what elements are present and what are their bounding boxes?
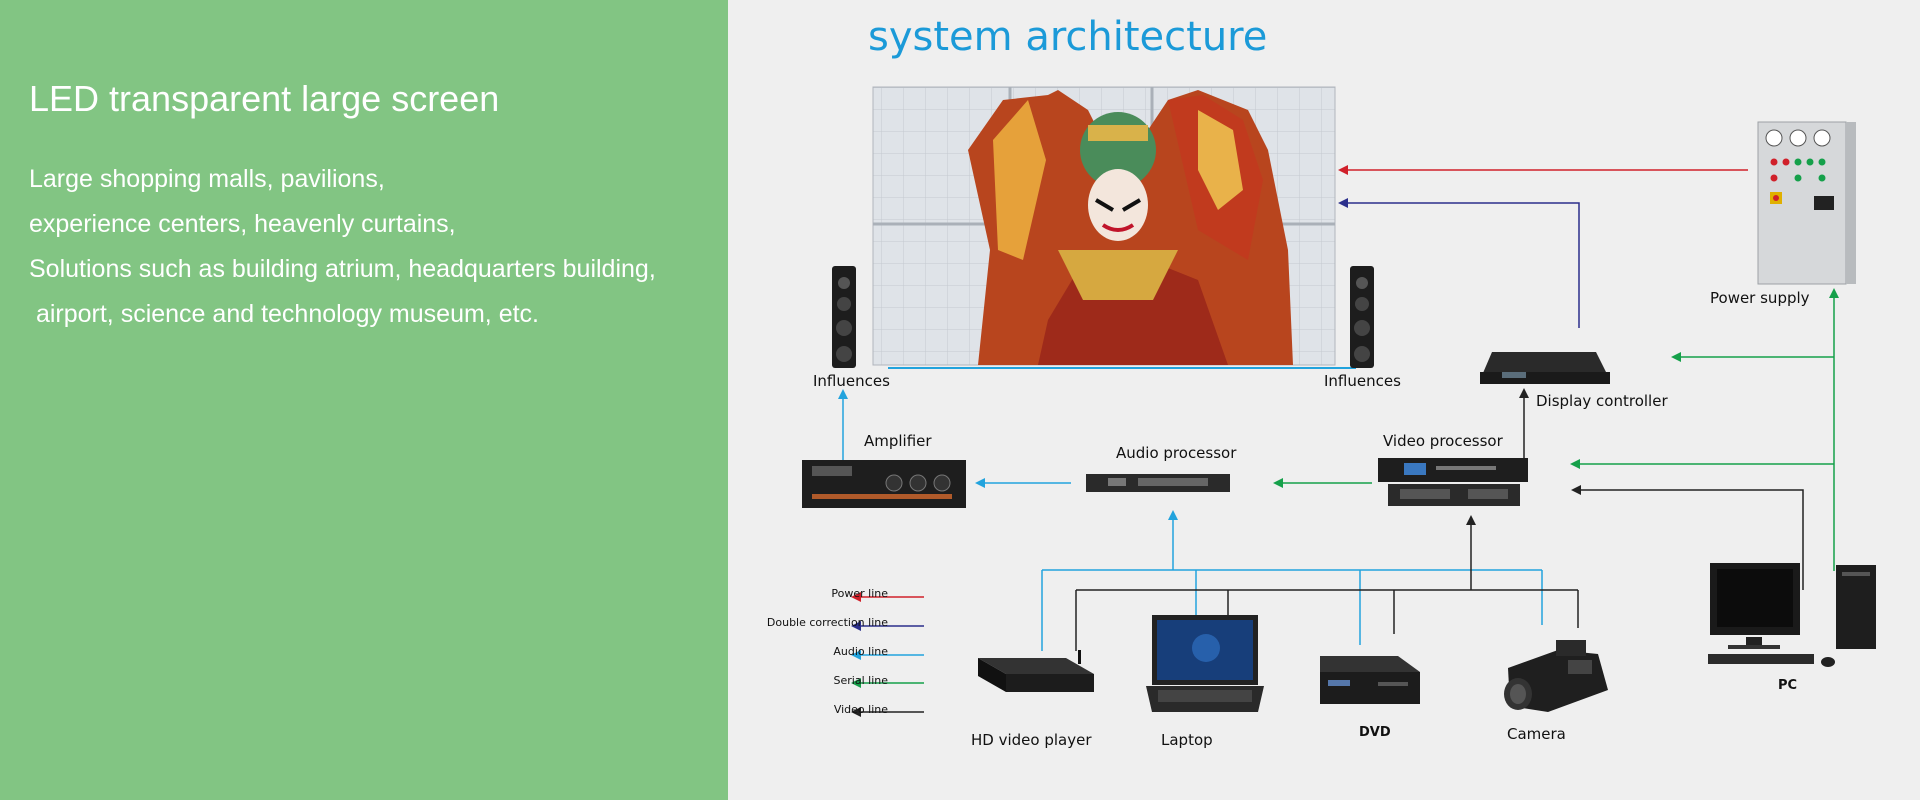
- camera-label: Camera: [1507, 725, 1566, 743]
- pc-label: PC: [1778, 678, 1798, 693]
- laptop-label: Laptop: [1161, 731, 1213, 749]
- hd-video-player-image: [978, 650, 1094, 692]
- audio-processor-label: Audio processor: [1116, 444, 1237, 462]
- architecture-diagram: system architecture Influences Influence…: [728, 0, 1920, 800]
- video-processor-image: [1378, 458, 1528, 506]
- legend-power-line: Power line: [831, 587, 888, 600]
- amplifier-label: Amplifier: [864, 432, 932, 450]
- laptop-image: [1146, 615, 1264, 712]
- pc-image: [1708, 563, 1876, 667]
- opera-performer-image: [968, 90, 1293, 365]
- hd-video-player-label: HD video player: [971, 731, 1092, 749]
- display-controller-label: Display controller: [1536, 392, 1668, 410]
- video-processor-label: Video processor: [1383, 432, 1503, 450]
- speaker-right-label: Influences: [1324, 372, 1401, 390]
- speaker-left-label: Influences: [813, 372, 890, 390]
- description-line: experience centers, heavenly curtains,: [29, 210, 456, 238]
- description: Large shopping malls, pavilions, experie…: [29, 157, 656, 337]
- legend-serial-line: Serial line: [833, 674, 888, 687]
- audio-processor-image: [1086, 474, 1230, 492]
- speaker-right-image: [1350, 266, 1374, 368]
- display-controller-image: [1480, 352, 1610, 384]
- diagram-title: system architecture: [868, 14, 1268, 60]
- dvd-label: DVD: [1359, 725, 1391, 740]
- description-line: Large shopping malls, pavilions,: [29, 165, 385, 193]
- camera-image: [1504, 640, 1608, 712]
- legend-double-correction-line: Double correction line: [766, 616, 888, 629]
- legend-audio-line: Audio line: [833, 645, 888, 658]
- amplifier-image: [802, 460, 966, 508]
- power-supply-label: Power supply: [1710, 289, 1810, 307]
- description-line: airport, science and technology museum, …: [29, 300, 539, 328]
- description-line: Solutions such as building atrium, headq…: [29, 255, 656, 283]
- legend-video-line: Video line: [833, 703, 888, 716]
- page-title: LED transparent large screen: [29, 78, 500, 119]
- dvd-player-image: [1320, 656, 1420, 704]
- diagram-graphics: [802, 86, 1876, 717]
- speaker-left-image: [832, 266, 856, 368]
- left-panel: LED transparent large screen Large shopp…: [0, 0, 728, 800]
- led-screen: [872, 86, 1356, 369]
- legend-lines: [851, 592, 924, 717]
- power-supply-image: [1757, 121, 1856, 285]
